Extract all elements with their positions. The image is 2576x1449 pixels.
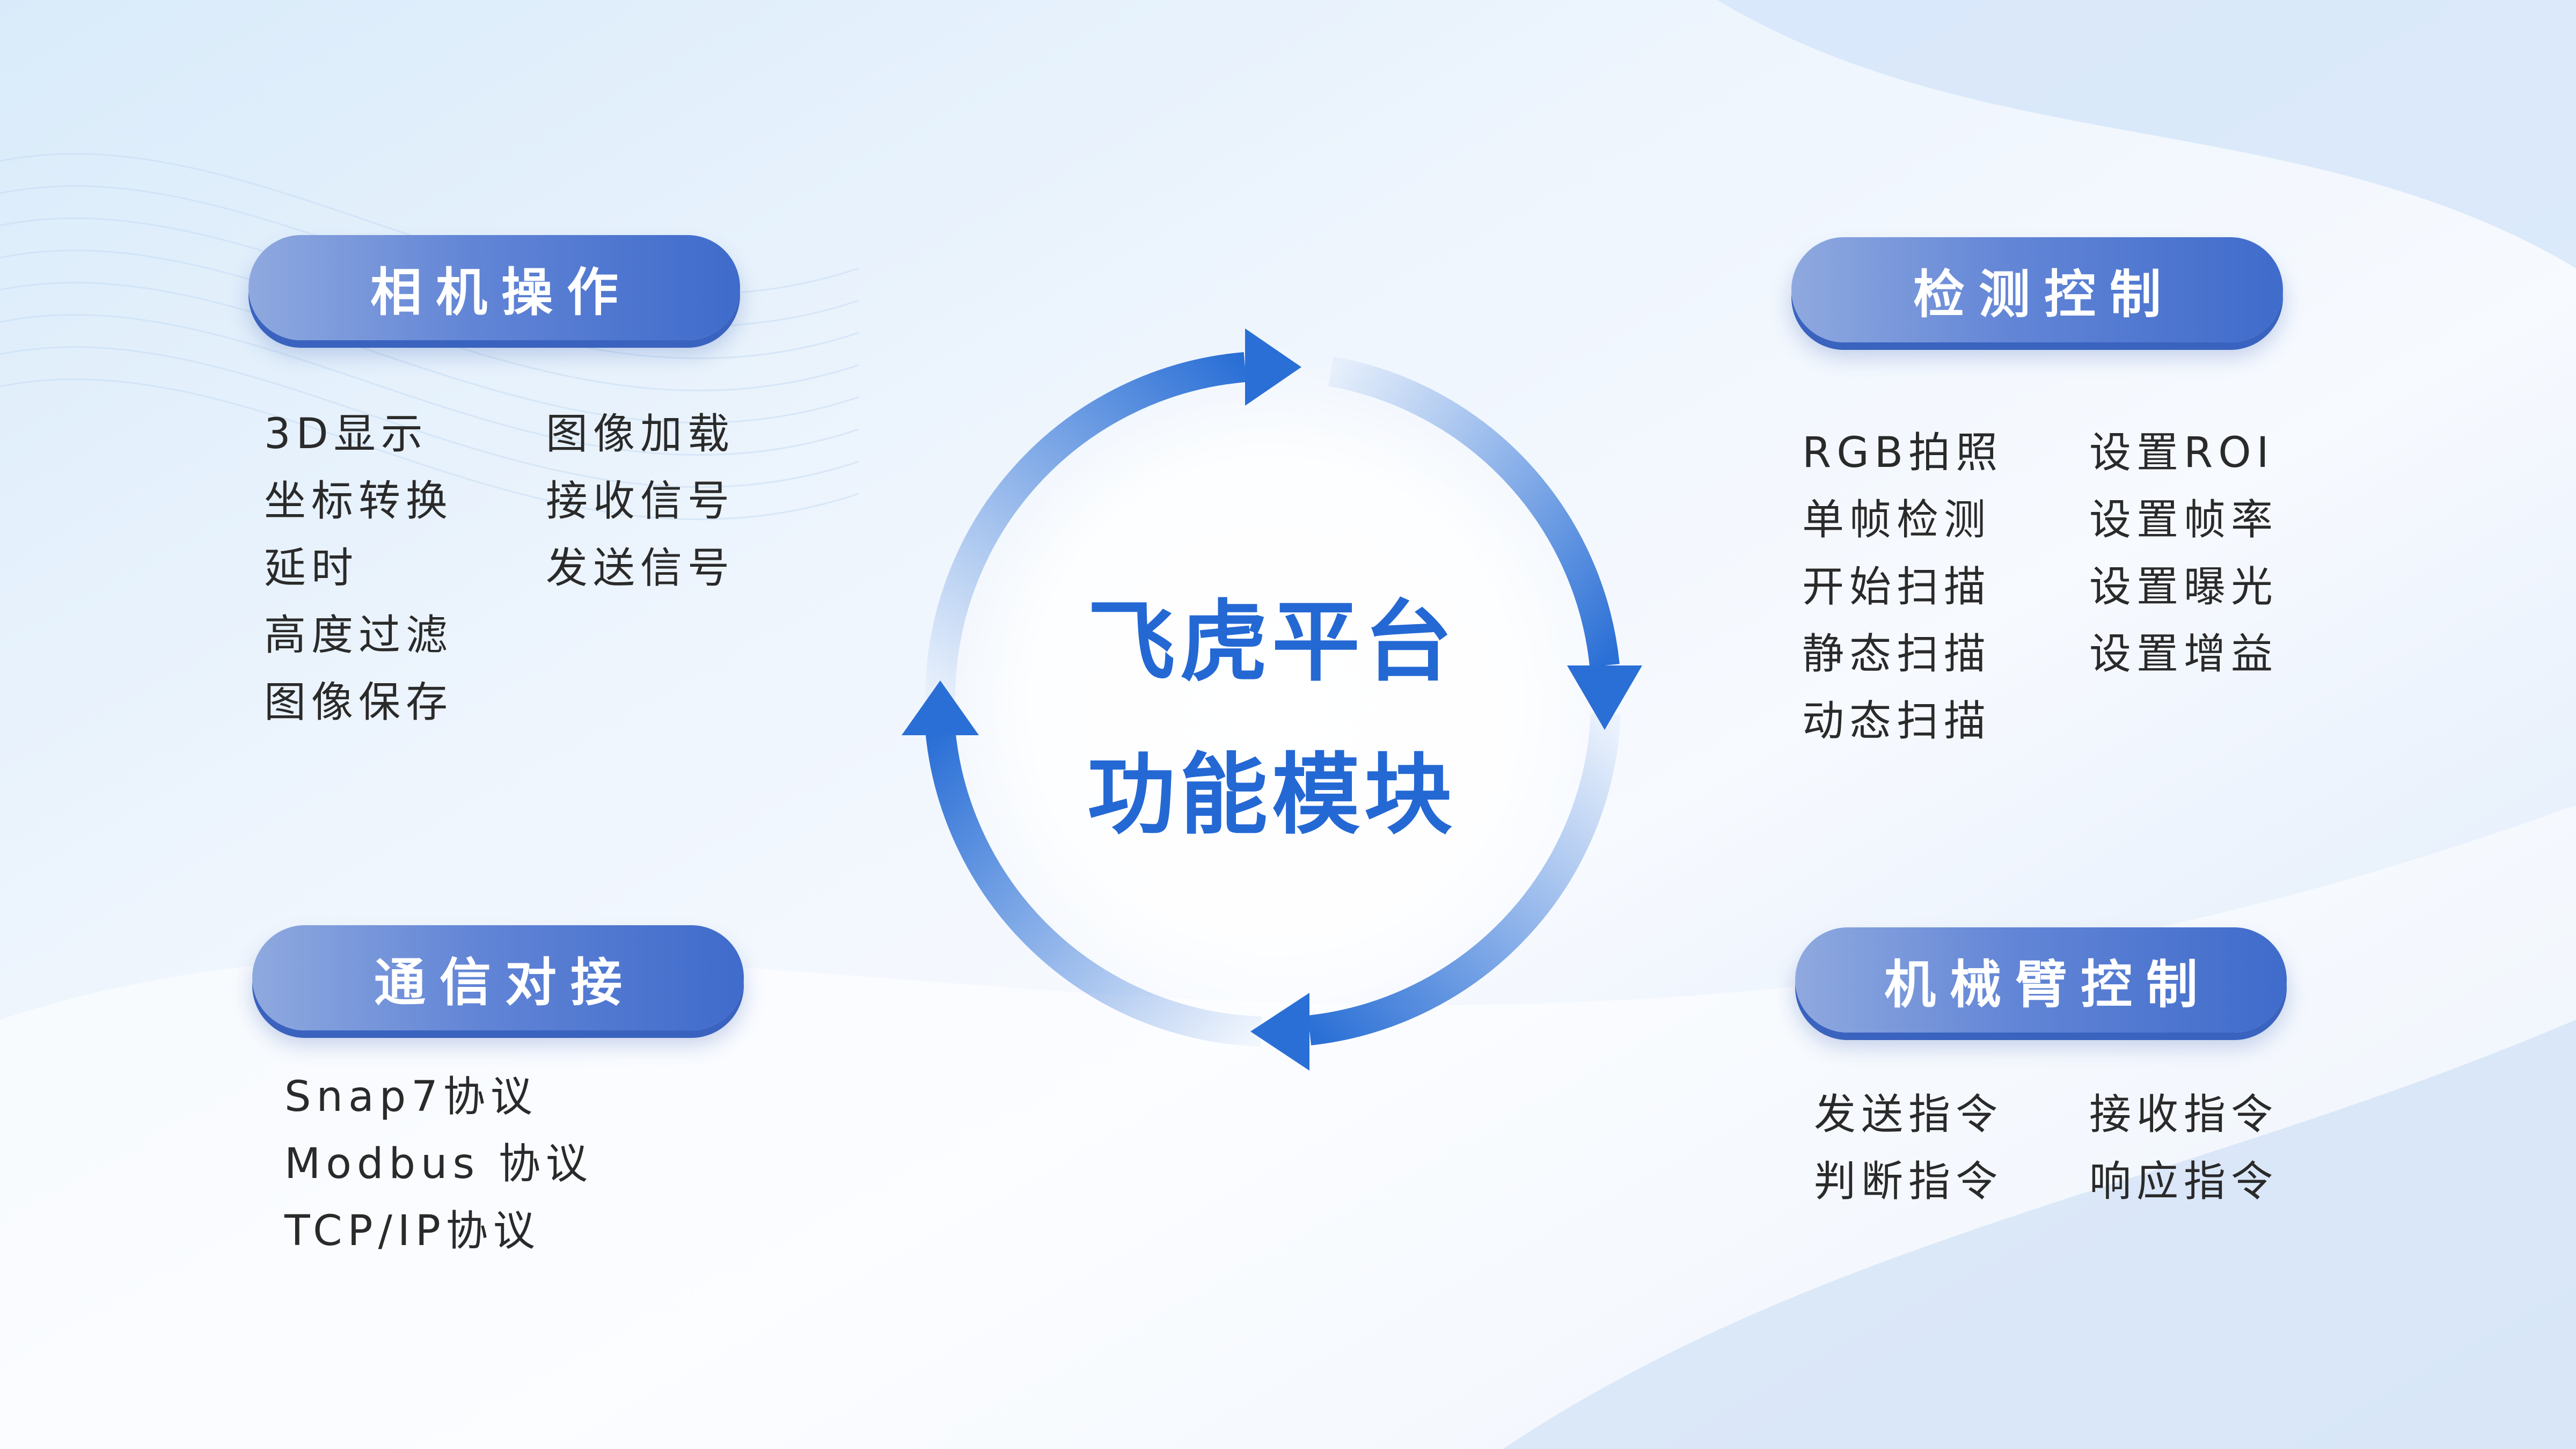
list-item: TCP/IP协议 [284,1207,540,1255]
module-arm-title: 机械臂控制 [1795,927,2287,1033]
list-item: Snap7协议 [284,1073,538,1121]
arrow-bottom-right [1250,713,1621,1071]
list-item: 设置帧率 [2089,496,2279,544]
center-title-line1: 飞虎平台 [1087,591,1457,693]
arrow-top-left [925,328,1301,699]
list-item: 单帧检测 [1802,496,1992,544]
module-detection-title: 检测控制 [1791,237,2283,342]
list-item: 设置曝光 [2089,563,2279,611]
list-item: 发送信号 [546,544,735,592]
list-item: 高度过滤 [264,611,453,660]
arrow-bottom-left [902,680,1262,1046]
list-item: 判断指令 [1814,1158,2003,1206]
list-item: 接收信号 [546,477,735,525]
list-item: 接收指令 [2089,1091,2279,1139]
list-item: 延时 [264,544,359,592]
center-title-line2: 功能模块 [1087,744,1457,846]
list-item: 发送指令 [1814,1091,2003,1139]
list-item: RGB拍照 [1802,429,2003,477]
module-camera-title: 相机操作 [248,235,740,340]
list-item: 动态扫描 [1802,697,1992,745]
list-item: 坐标转换 [264,477,453,525]
arrow-top-right [1328,356,1642,730]
cycle-diagram [902,328,1642,1071]
list-item: 设置ROI [2089,429,2274,477]
list-item: 设置增益 [2089,630,2279,678]
module-comm-title: 通信对接 [252,925,744,1030]
list-item: 静态扫描 [1802,630,1992,678]
list-item: 图像加载 [546,410,735,458]
list-item: 3D显示 [264,410,428,458]
list-item: 响应指令 [2089,1158,2279,1206]
list-item: 图像保存 [264,678,453,727]
list-item: Modbus 协议 [284,1140,593,1188]
list-item: 开始扫描 [1802,563,1992,611]
